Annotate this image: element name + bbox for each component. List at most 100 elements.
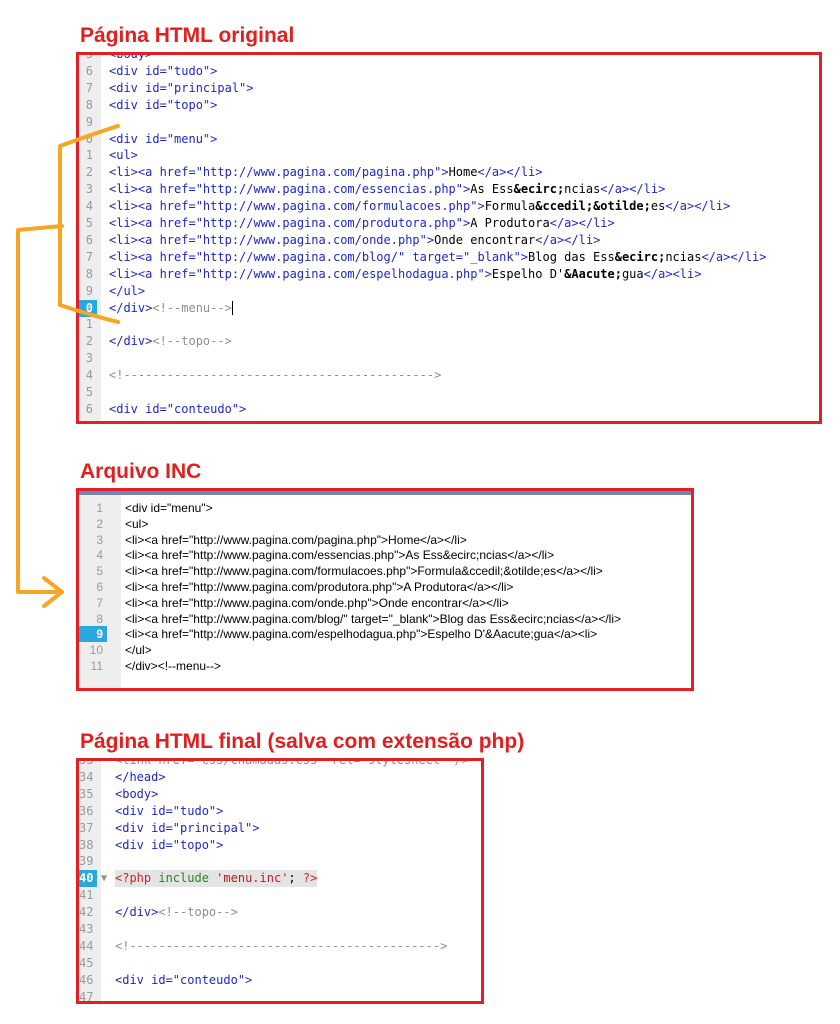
code-line: 36<div id="tudo"> — [79, 803, 481, 820]
code-text: <li><a href="http://www.pagina.com/onde.… — [125, 595, 509, 610]
line-number: 0 — [85, 131, 93, 146]
text-cursor — [231, 301, 233, 315]
code-token: As Ess — [470, 182, 514, 197]
line-number: 1 — [85, 317, 93, 332]
code-text: <li><a href="http://www.pagina.com/essen… — [109, 181, 665, 198]
code-token: </a></li> — [549, 216, 615, 230]
code-text: </head> — [115, 769, 166, 786]
code-token: </div> — [109, 300, 153, 315]
line-number: 4 — [96, 548, 103, 563]
code-token: ncias — [665, 249, 702, 264]
code-token: Onde encontrar — [434, 232, 536, 247]
code-line: 0</div><!--menu--> — [79, 299, 819, 317]
line-number: 44 — [79, 938, 94, 953]
code-token: <!--topo--> — [152, 334, 232, 349]
code-token: </a></li> — [600, 182, 666, 197]
line-number: 33 — [79, 758, 94, 767]
code-text: <body> — [115, 786, 158, 803]
code-token: <div id="tudo"> — [109, 63, 218, 78]
code-text: </div><!--menu--> — [125, 659, 222, 673]
code-line: 10</ul> — [79, 642, 691, 658]
code-line: 1 <ul> — [79, 147, 819, 164]
code-text: <li><a href="http://www.pagina.com/onde.… — [109, 232, 600, 249]
line-number: 45 — [79, 955, 94, 970]
code-text: <li><a href="http://www.pagina.com/produ… — [125, 580, 514, 594]
code-line: 4<!-------------------------------------… — [79, 367, 819, 384]
code-text: <li><a href="http://www.pagina.com/espel… — [125, 627, 598, 642]
code-line: 3 — [79, 350, 819, 367]
line-number: 38 — [79, 837, 94, 852]
code-line: 42</div><!--topo--> — [79, 904, 481, 921]
code-line: 47 — [79, 989, 481, 1001]
line-number: 1 — [85, 148, 93, 163]
code-line: 0<div id="menu"> — [79, 131, 819, 148]
code-line: 8<li><a href="http://www.pagina.com/espe… — [79, 266, 819, 283]
line-number: 5 — [85, 52, 93, 61]
code-token: Home — [448, 165, 478, 180]
code-token: <link href="css/chamadas.css" rel="style… — [115, 758, 470, 767]
code-line: 5 <li><a href="http://www.pagina.com/prod… — [79, 215, 819, 232]
code-line: 6<div id="conteudo"> — [79, 401, 819, 418]
line-number: 6 — [96, 580, 103, 594]
code-text: <li><a href="http://www.pagina.com/formu… — [125, 564, 603, 579]
title-inc-file: Arquivo INC — [80, 460, 202, 483]
arrow-head-icon — [42, 576, 64, 608]
code-line: 34 </head> — [79, 769, 481, 786]
code-text: <div id="menu"> — [125, 501, 213, 515]
code-token: <li><a href="http://www.pagina.com/onde.… — [109, 232, 435, 247]
code-token: <div id="topo"> — [115, 837, 224, 852]
code-text: <!--------------------------------------… — [109, 367, 441, 384]
code-token: </head> — [115, 769, 166, 784]
code-line: 44<!------------------------------------… — [79, 938, 481, 955]
fold-toggle-icon[interactable]: ▼ — [101, 873, 108, 885]
code-text: </div><!--menu--> — [109, 300, 233, 317]
line-number: 2 — [85, 334, 93, 349]
code-line: 9 — [79, 114, 819, 131]
line-number: 7 — [96, 595, 103, 610]
code-line: 5 — [79, 384, 819, 401]
code-token: <!--menu--> — [152, 300, 232, 315]
line-number: 35 — [79, 786, 94, 801]
code-text: <div id="tudo"> — [115, 803, 223, 820]
line-number: 5 — [85, 216, 93, 230]
code-token: <div id="conteudo"> — [115, 972, 253, 987]
original-code-panel: 5<body>6<div id="tudo">7<div id="princip… — [76, 52, 822, 424]
code-token: Blog das Ess — [528, 249, 615, 264]
code-line: 7<li><a href="http://www.pagina.com/blog… — [79, 249, 819, 266]
code-token: <!--topo--> — [158, 905, 238, 920]
code-token: </a></li> — [701, 249, 767, 264]
line-number: 2 — [96, 516, 103, 531]
code-token: &ccedil;&otilde; — [535, 199, 651, 214]
code-token: <!--------------------------------------… — [109, 368, 442, 383]
code-token: gua — [621, 266, 644, 281]
title-original-page: Página HTML original — [80, 24, 295, 47]
code-line: 11 </div><!--menu--> — [79, 658, 691, 674]
code-text: </ul> — [125, 643, 152, 658]
code-text: </ul> — [109, 283, 145, 300]
code-token: ?> — [302, 871, 318, 886]
line-number: 6 — [85, 63, 93, 78]
code-text: </div><!--topo--> — [115, 904, 238, 921]
code-token: <body> — [115, 786, 159, 801]
code-line: 5 <li><a href="http://www.pagina.com/form… — [79, 563, 691, 579]
line-number: 34 — [79, 769, 94, 784]
code-token: <?php — [115, 871, 159, 886]
code-text: <link href="css/chamadas.css" rel="style… — [115, 758, 470, 769]
code-line: 7 <li><a href="http://www.pagina.com/onde… — [79, 595, 691, 611]
line-number-gutter — [79, 495, 121, 688]
code-line: 4<li><a href="http://www.pagina.com/esse… — [79, 547, 691, 563]
code-token: <li><a href="http://www.pagina.com/formu… — [109, 199, 485, 214]
code-line: 35 <body> — [79, 786, 481, 803]
code-token: </div> — [109, 334, 153, 349]
code-text: <ul> — [109, 147, 138, 164]
code-token: &Aacute; — [564, 266, 622, 281]
line-number: 3 — [85, 351, 93, 366]
line-number: 5 — [96, 564, 103, 579]
code-line: 46<div id="conteudo"> — [79, 972, 481, 989]
code-text: <li><a href="http://www.pagina.com/produ… — [109, 215, 615, 232]
line-number: 11 — [90, 659, 103, 673]
code-token: <div id="topo"> — [109, 97, 218, 112]
code-token: <body> — [109, 52, 153, 61]
line-number: 40 — [79, 870, 97, 888]
